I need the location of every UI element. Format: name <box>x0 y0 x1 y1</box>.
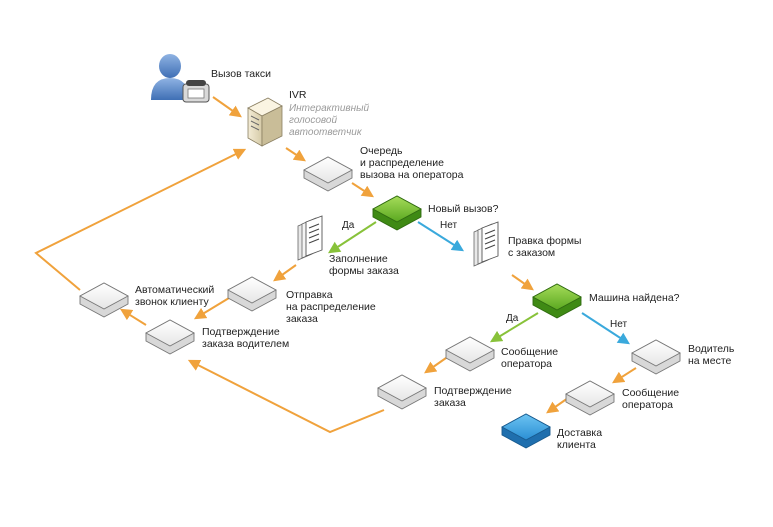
label-send-dist-1: Отправка <box>286 289 333 301</box>
node-delivery <box>501 413 551 449</box>
label-yes-2: Да <box>506 313 519 324</box>
decision-new-call <box>372 195 422 231</box>
label-call: Вызов такси <box>211 68 271 80</box>
label-auto-call-2: звонок клиенту <box>135 296 210 308</box>
label-edit-form-1: Правка формы <box>508 235 581 247</box>
arrow-confirm-to-auto <box>119 308 147 326</box>
label-car-found: Машина найдена? <box>589 292 680 304</box>
arrow-fill-to-send <box>273 264 297 282</box>
label-no-2: Нет <box>610 319 627 330</box>
node-driver-confirm <box>145 319 195 355</box>
person-phone-icon <box>151 54 210 103</box>
node-driver-place <box>631 339 681 375</box>
arrow-confirm2-to-driver-confirm <box>187 359 385 434</box>
label-order-confirm-1: Подтверждение <box>434 385 512 397</box>
label-ivr-desc-3: автоответчик <box>289 127 363 138</box>
label-fill-form-2: формы заказа <box>329 265 399 277</box>
arrow-yes-to-fill <box>327 221 377 254</box>
arrow-ivr-to-queue <box>285 147 306 162</box>
arrow-no-to-edit <box>417 221 465 252</box>
label-ivr-desc-1: Интерактивный <box>289 103 369 114</box>
arrow-no2-to-driver <box>581 312 631 345</box>
arrow-queue-to-decision <box>351 182 375 198</box>
document-icon-fill <box>297 215 323 261</box>
document-icon-edit <box>473 221 499 267</box>
label-fill-form-1: Заполнение <box>329 253 388 265</box>
node-queue <box>303 156 353 192</box>
arrow-msg2-to-delivery <box>546 397 569 414</box>
node-op-msg1 <box>445 336 495 372</box>
label-order-confirm-2: заказа <box>434 397 466 409</box>
label-driver-place-2: на месте <box>688 355 732 367</box>
arrow-msg1-to-confirm2 <box>424 357 447 374</box>
label-edit-form-2: с заказом <box>508 247 555 259</box>
label-send-dist-3: заказа <box>286 313 318 325</box>
label-send-dist-2: на распределение <box>286 301 376 313</box>
arrow-call-to-ivr <box>212 96 242 118</box>
label-queue-1: Очередь <box>360 145 403 157</box>
node-order-confirm <box>377 374 427 410</box>
arrow-auto-to-ivr <box>34 148 247 291</box>
decision-car-found <box>532 283 582 319</box>
label-yes-1: Да <box>342 220 355 231</box>
label-driver-place-1: Водитель <box>688 343 735 355</box>
arrow-edit-to-decision2 <box>511 274 534 291</box>
label-op-msg2-2: оператора <box>622 399 673 411</box>
label-new-call: Новый вызов? <box>428 203 499 215</box>
label-op-msg2-1: Сообщение <box>622 387 679 399</box>
label-queue-3: вызова на оператора <box>360 169 464 181</box>
label-op-msg1-2: оператора <box>501 358 552 370</box>
arrow-yes2-to-msg1 <box>489 312 539 343</box>
label-ivr-desc-2: голосовой <box>289 115 337 126</box>
server-icon <box>247 97 283 147</box>
label-queue-2: и распределение <box>360 157 444 169</box>
label-driver-confirm-1: Подтверждение <box>202 326 280 338</box>
label-ivr-title: IVR <box>289 89 307 101</box>
label-delivery-2: клиента <box>557 439 596 451</box>
node-auto-call <box>79 282 129 318</box>
arrow-driver-to-msg2 <box>611 367 637 384</box>
label-op-msg1-1: Сообщение <box>501 346 558 358</box>
node-op-msg2 <box>565 380 615 416</box>
node-send-dist <box>227 276 277 312</box>
connectors <box>34 96 637 434</box>
label-no-1: Нет <box>440 220 457 231</box>
label-driver-confirm-2: заказа водителем <box>202 338 289 350</box>
label-auto-call-1: Автоматический <box>135 284 214 296</box>
arrow-send-to-confirm <box>193 297 230 320</box>
label-delivery-1: Доставка <box>557 427 602 439</box>
